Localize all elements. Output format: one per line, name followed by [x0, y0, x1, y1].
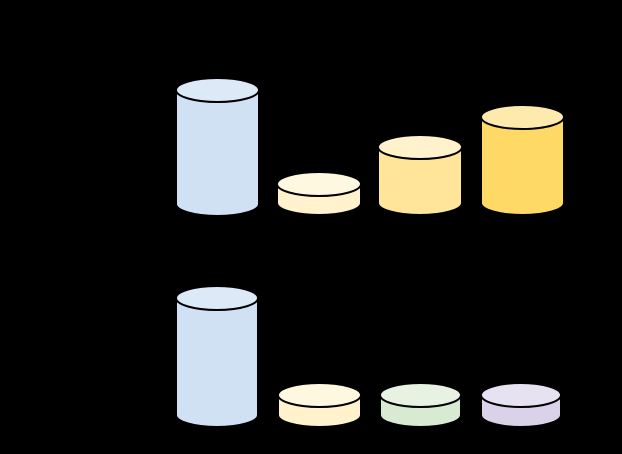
row1-small-cream-cylinder: [276, 171, 362, 216]
row1-large-blue-cylinder: [175, 77, 260, 217]
row2-small-purple-cylinder: [480, 382, 562, 428]
top-row: [175, 77, 565, 217]
bottom-row: [175, 285, 562, 428]
row2-small-purple-cylinder-top-face: [480, 382, 562, 408]
row2-small-cream-cylinder: [277, 382, 362, 428]
row2-small-green-cylinder-top-face: [379, 382, 462, 408]
row2-small-cream-cylinder-top-face: [277, 382, 362, 408]
row1-tall-gold-cylinder-top-face: [480, 104, 565, 130]
row1-medium-yellow-cylinder-top-face: [377, 134, 463, 160]
row2-large-blue-cylinder-top-face: [175, 285, 259, 311]
row1-large-blue-cylinder-top-face: [175, 77, 260, 103]
row2-large-blue-cylinder: [175, 285, 259, 428]
row1-tall-gold-cylinder: [480, 104, 565, 216]
row1-tall-gold-cylinder-body: [480, 116, 565, 216]
row1-medium-yellow-cylinder-body: [377, 146, 463, 216]
row1-small-cream-cylinder-top-face: [276, 171, 362, 197]
row2-small-green-cylinder: [379, 382, 462, 428]
row2-large-blue-cylinder-body: [175, 297, 259, 428]
row1-medium-yellow-cylinder: [377, 134, 463, 216]
row1-large-blue-cylinder-body: [175, 89, 260, 217]
